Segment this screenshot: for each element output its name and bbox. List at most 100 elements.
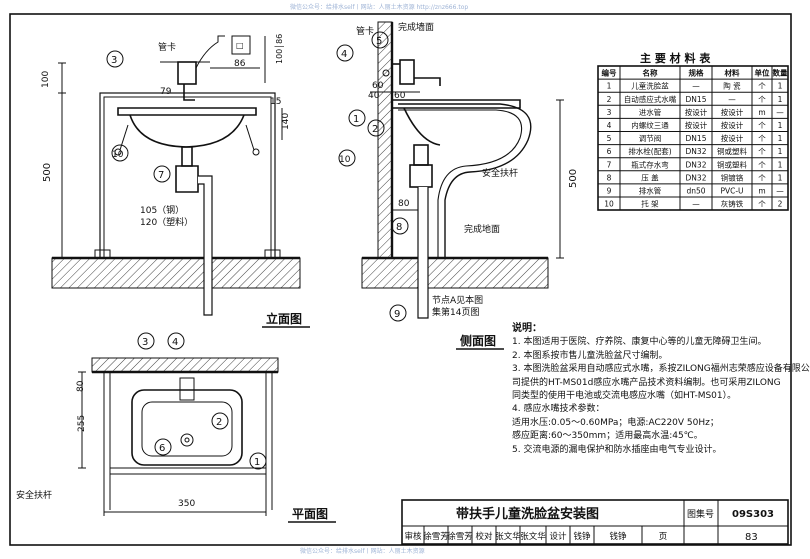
materials-cell: dn50 <box>686 187 705 196</box>
title-block: 带扶手儿童洗脸盆安装图 图集号 09S303 83 审核徐雪芳徐雪芳校对张文华张… <box>401 499 789 545</box>
notes-panel: 说明： 1. 本图适用于医院、疗养院、康复中心等的儿童无障碍卫生间。 2. 本图… <box>512 322 810 457</box>
materials-cell: 调节阀 <box>639 134 662 143</box>
title-block-cell: 钱铮 <box>573 531 591 542</box>
note-line: 同类型的使用干电池或交流电感应水嘴（如HT-MS01）。 <box>512 391 737 402</box>
materials-cell: PVC-U <box>720 187 743 196</box>
title-elevation-view: 立面图 <box>266 311 302 326</box>
elevation-faucet <box>177 61 197 85</box>
materials-cell: — <box>776 108 784 117</box>
materials-cell: 按设计 <box>721 133 744 143</box>
materials-cell: DN32 <box>686 173 707 182</box>
materials-cell: 4 <box>607 121 612 130</box>
note-line: 2. 本图系按市售儿童洗脸盆尺寸编制。 <box>512 350 668 361</box>
callout-10-elev: 10 <box>112 150 124 160</box>
title-block-cell: 徐雪芳 <box>423 531 449 542</box>
page-number: 83 <box>745 532 758 543</box>
materials-cell: 1 <box>778 95 783 104</box>
dim-40-side: 40 <box>368 91 380 101</box>
materials-cell: 进水管 <box>639 107 662 117</box>
materials-cell: 陶 瓷 <box>723 81 741 91</box>
drawing-title: 带扶手儿童洗脸盆安装图 <box>456 506 599 522</box>
dim-105: 105（钢） <box>140 204 184 216</box>
materials-cell: DN32 <box>686 147 707 156</box>
side-basin <box>391 99 521 109</box>
plan-handrail-left <box>103 372 111 510</box>
materials-cell: 8 <box>607 173 612 182</box>
side-view <box>361 21 564 319</box>
note-line: 感应距离:60～350mm；适用最高水温:45℃。 <box>512 431 703 442</box>
elevation-view: □ <box>51 35 301 316</box>
watermark-top: 微信公众号：给排水self丨网站：人丽土木资源 http://znz666.to… <box>290 4 469 11</box>
label-tube-clip-side: 管卡 <box>356 25 374 37</box>
materials-cell: 个 <box>758 173 766 182</box>
label-tube-clip-elev: 管卡 <box>158 41 176 53</box>
callout-9-side: 9 <box>394 309 400 320</box>
materials-cell: 9 <box>607 187 612 196</box>
label-finished-floor: 完成地面 <box>464 223 500 235</box>
title-side-view: 侧面图 <box>460 333 496 348</box>
note-line: 1. 本图适用于医院、疗养院、康复中心等的儿童无障碍卫生间。 <box>512 337 767 348</box>
materials-cell: 按设计 <box>685 107 708 117</box>
dim-15: 15 <box>270 97 281 107</box>
materials-cell: 个 <box>758 200 766 209</box>
elevation-drain-pipe <box>198 175 213 316</box>
dim-500-side: 500 <box>568 169 579 188</box>
callout-3-plan: 3 <box>142 337 148 348</box>
plan-handrail-right <box>265 372 273 510</box>
materials-cell: 个 <box>758 121 766 130</box>
title-block-cell: 张文华 <box>495 531 521 542</box>
dim-100-86: 100│86 <box>274 34 284 64</box>
side-floor-slab <box>361 257 549 289</box>
plan-view <box>78 357 279 516</box>
callout-7-elev: 7 <box>158 170 164 181</box>
materials-cell: DN15 <box>686 134 707 143</box>
side-drain-pipe <box>417 187 429 319</box>
materials-cell: 压 盖 <box>641 172 659 182</box>
side-faucet <box>399 59 415 85</box>
materials-cell: 按设计 <box>721 107 744 117</box>
materials-cell: 排水栓(配套) <box>628 146 671 156</box>
atlas-label: 图集号 <box>687 508 714 520</box>
materials-cell: DN15 <box>686 95 707 104</box>
svg-text:□: □ <box>236 41 244 50</box>
callout-10-side: 10 <box>339 155 351 165</box>
materials-cell: 个 <box>758 95 766 104</box>
materials-cell: 儿童洗脸盆 <box>631 81 669 91</box>
callout-8-side: 8 <box>396 222 402 233</box>
note-line: 司提供的HT-MS01d感应水嘴产品技术资料编制。也可采用ZILONG <box>512 377 781 388</box>
materials-cell: 1 <box>607 82 612 91</box>
materials-cell: — <box>776 187 784 196</box>
sheet-border <box>9 13 792 546</box>
title-block-cell: 张文华 <box>520 531 546 542</box>
materials-cell: 个 <box>758 134 766 143</box>
dim-100-top: 100 <box>41 71 51 88</box>
materials-cell: 铜镀铬 <box>721 172 744 182</box>
materials-cell: 2 <box>778 200 783 209</box>
materials-cell: — <box>728 95 736 104</box>
elevation-basin-bowl <box>129 114 245 148</box>
note-line: 5. 交流电源的漏电保护和防水插座由电气专业设计。 <box>512 444 722 455</box>
materials-cell: DN32 <box>686 160 707 169</box>
materials-cell: 1 <box>778 82 783 91</box>
side-wall <box>377 21 393 259</box>
materials-header-cell: 数量 <box>773 68 788 78</box>
materials-header-cell: 名称 <box>643 68 658 78</box>
materials-header-cell: 编号 <box>602 68 617 78</box>
elevation-floor-slab <box>51 257 301 289</box>
side-handrail <box>398 103 532 258</box>
label-finished-wall: 完成墙面 <box>398 21 434 33</box>
plan-basin <box>131 389 243 466</box>
dim-120: 120（塑料） <box>140 216 193 228</box>
watermark-bottom: 微信公众号：给排水self丨网站：人丽土木资源 <box>300 548 425 555</box>
callout-markers: 3 10 7 4 5 1 2 10 8 9 3 4 2 6 1 <box>106 31 409 470</box>
materials-header-cell: 单位 <box>755 68 770 78</box>
materials-cell: 6 <box>607 147 612 156</box>
materials-cell: 铜或塑料 <box>717 146 747 156</box>
callout-1-side: 1 <box>353 114 359 125</box>
materials-cell: m <box>758 187 765 196</box>
note-line: 3. 本图洗脸盆采用自动感应式水嘴，系按ZILONG福州志荣感应设备有限公 <box>512 364 810 375</box>
callout-2-side: 2 <box>372 124 378 135</box>
dim-79: 79 <box>160 87 172 97</box>
